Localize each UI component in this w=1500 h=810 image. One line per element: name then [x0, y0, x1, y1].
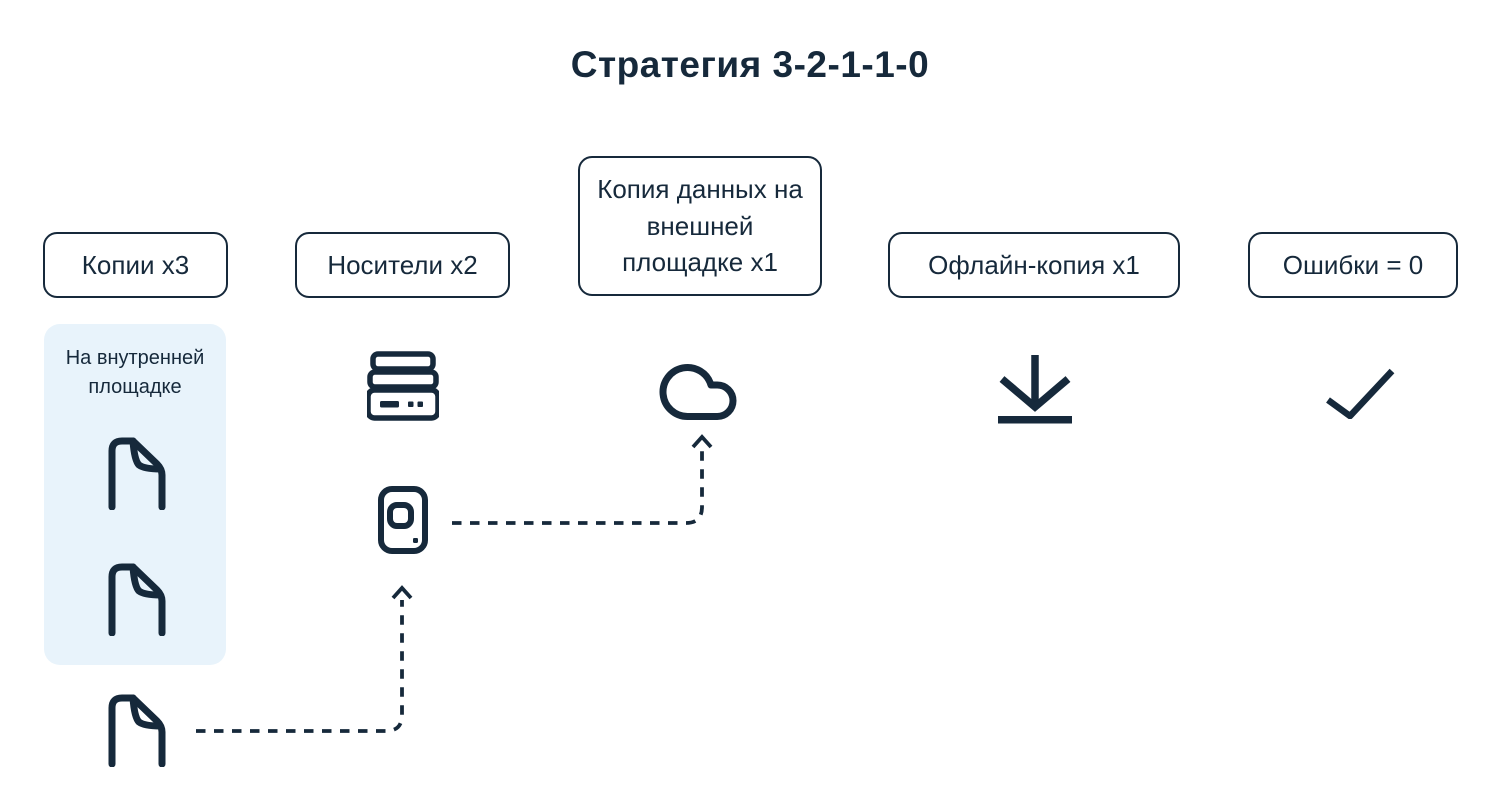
internal-site-label: На внутренней площадке	[65, 347, 205, 398]
arrow-drive-to-cloud-head	[691, 434, 713, 449]
label-box-media: Носители x2	[295, 232, 510, 298]
check-icon	[1326, 368, 1395, 419]
cloud-icon	[659, 364, 737, 420]
label-box-copies: Копии x3	[43, 232, 228, 298]
label-media-text: Носители x2	[327, 249, 478, 280]
internal-site-panel: На внутренней площадке	[44, 324, 226, 665]
arrow-file-to-drive-head	[391, 585, 413, 600]
arrow-drive-to-cloud	[452, 451, 704, 525]
label-errors-text: Ошибки = 0	[1282, 249, 1424, 280]
file-icon	[103, 691, 169, 767]
server-icon	[367, 351, 439, 421]
file-icon	[103, 560, 169, 636]
label-offline-text: Офлайн-копия x1	[928, 249, 1140, 280]
label-box-offline-copy: Офлайн-копия x1	[888, 232, 1180, 298]
page-title: Стратегия 3-2-1-1-0	[570, 44, 930, 85]
arrow-file-to-drive	[196, 600, 404, 733]
file-icon	[103, 434, 169, 510]
label-box-offsite-copy: Копия данных на внешней площадке x1	[578, 156, 822, 296]
label-copies-text: Копии x3	[81, 249, 190, 280]
label-offsite-text: Копия данных на внешней площадке x1	[597, 174, 803, 278]
drive-icon	[378, 486, 428, 554]
label-box-zero-errors: Ошибки = 0	[1248, 232, 1458, 298]
download-icon	[998, 355, 1072, 424]
